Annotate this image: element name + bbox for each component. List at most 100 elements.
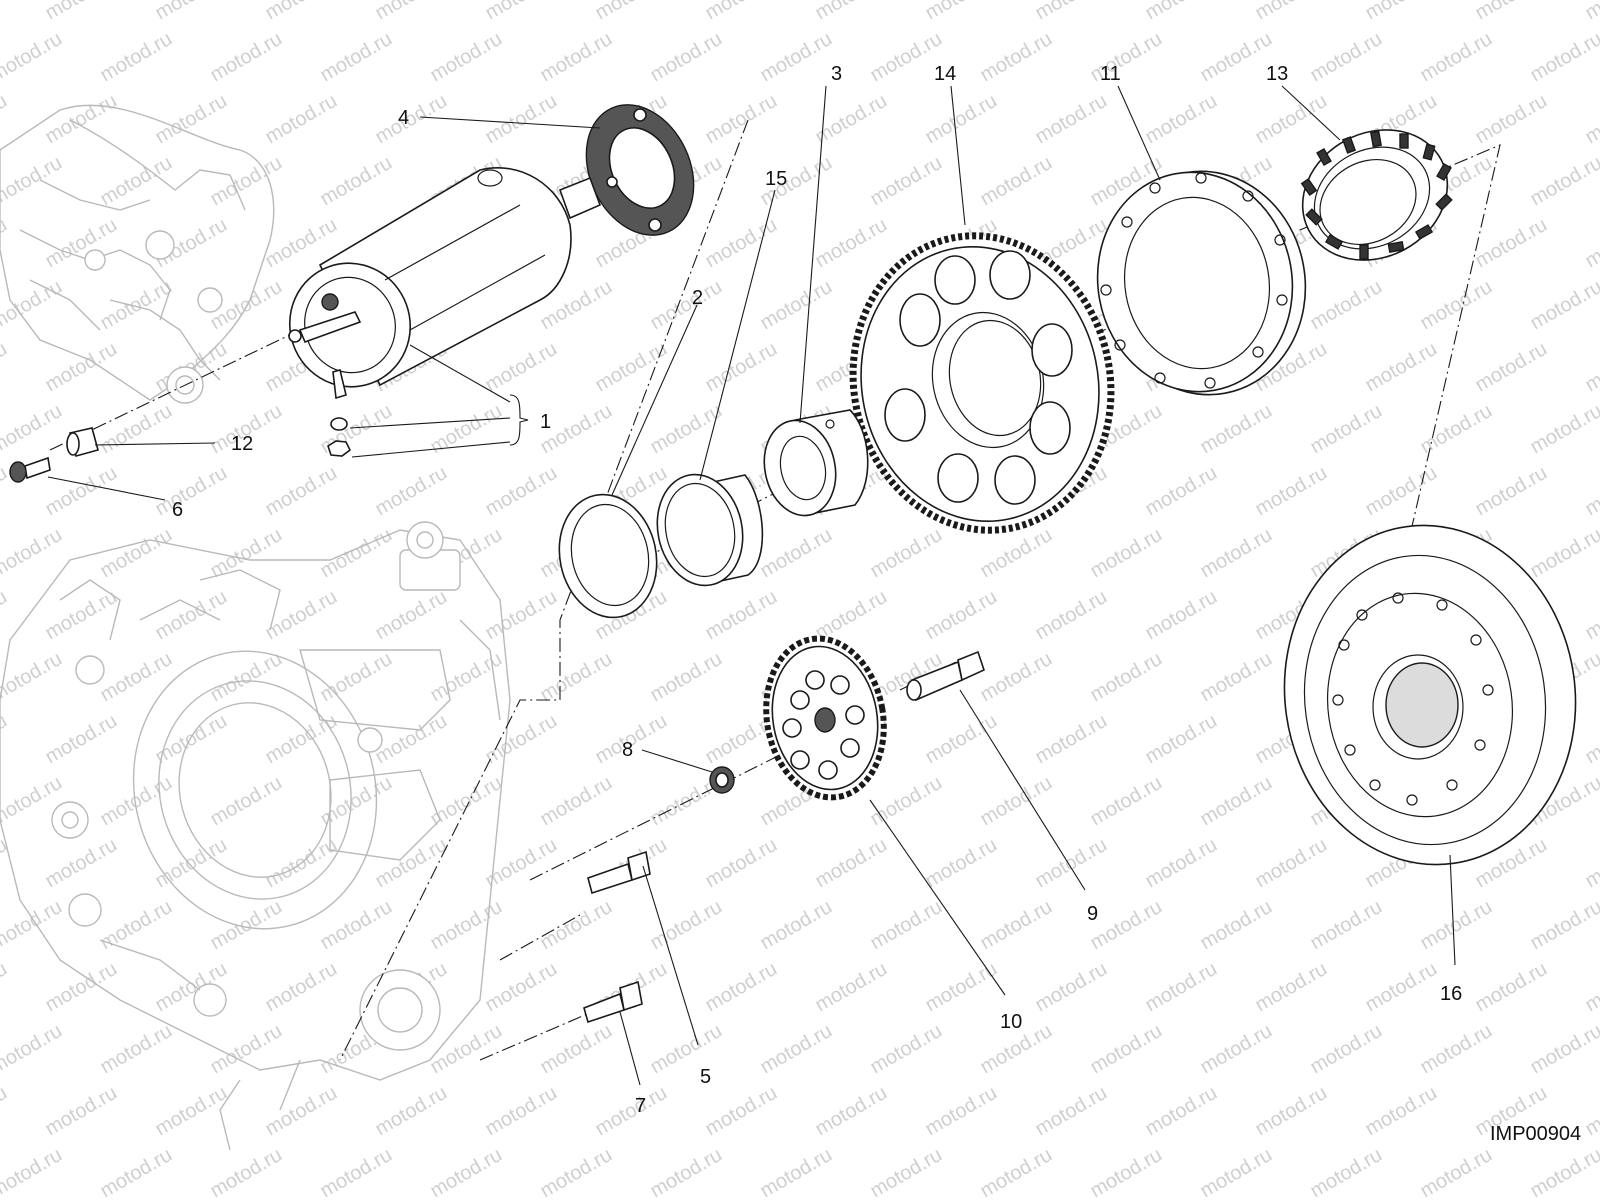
watermark-text: motod.ru [1307,1020,1386,1079]
watermark-text: motod.ru [482,462,561,521]
part-5-bolt[interactable] [587,850,651,895]
watermark-text: motod.ru [372,90,451,149]
watermark-text: motod.ru [97,400,176,459]
starter-nut[interactable] [327,440,352,457]
watermark-text: motod.ru [812,1082,891,1141]
watermark-text: motod.ru [592,338,671,397]
callout-10: 10 [1000,1011,1022,1033]
watermark-text: motod.ru [1527,524,1600,583]
watermark-text: motod.ru [537,1020,616,1079]
watermark-text: motod.ru [922,710,1001,769]
watermark-text: motod.ru [757,276,836,335]
watermark-text: motod.ru [1142,90,1221,149]
watermark-text: motod.ru [1527,1020,1600,1079]
part-7-bolt[interactable] [583,980,643,1024]
watermark-text: motod.ru [0,152,66,211]
watermark-text: motod.ru [0,338,11,397]
part-14-starter-gear[interactable] [826,212,1138,555]
watermark-text: motod.ru [97,28,176,87]
callout-3: 3 [831,63,842,85]
part-9-shaft-pin[interactable] [906,650,985,702]
watermark-text: motod.ru [1087,1020,1166,1079]
watermark-text: motod.ru [207,648,286,707]
watermark-text: motod.ru [42,0,121,24]
callout-9: 9 [1087,903,1098,925]
watermark-text: motod.ru [262,0,341,24]
part-6-screw[interactable] [9,456,51,483]
watermark-text: motod.ru [537,648,616,707]
watermark-text: motod.ru [207,896,286,955]
part-16-flywheel[interactable] [1263,506,1597,883]
watermark-text: motod.ru [372,586,451,645]
part-11-clutch-housing[interactable] [1080,155,1323,410]
part-12-spacer[interactable] [66,427,99,457]
watermark-text: motod.ru [1032,1082,1111,1141]
watermark-text: motod.ru [372,0,451,24]
watermark-text: motod.ru [1142,1082,1221,1141]
part-13-freewheel[interactable] [1280,105,1471,285]
watermark-text: motod.ru [1582,958,1600,1017]
callout-labels: 4 3 14 11 13 15 2 1 12 6 8 9 10 5 7 16 [172,63,1462,1117]
watermark-text: motod.ru [42,1082,121,1141]
watermark-text: motod.ru [977,1144,1056,1200]
watermark-text: motod.ru [482,338,561,397]
watermark-text: motod.ru [867,524,946,583]
watermark-text: motod.ru [207,772,286,831]
watermark-text: motod.ru [1362,958,1441,1017]
watermark-text: motod.ru [1032,834,1111,893]
watermark-text: motod.ru [42,90,121,149]
watermark-text: motod.ru [0,90,11,149]
watermark-text: motod.ru [1362,0,1441,24]
watermark-text: motod.ru [97,1020,176,1079]
watermark-text: motod.ru [0,400,66,459]
part-8-small-ring[interactable] [709,766,735,794]
part-10-idler-gear[interactable] [754,629,896,807]
part-4-flange-seal[interactable] [566,87,714,253]
watermark-text: motod.ru [1582,586,1600,645]
watermark-text: motod.ru [427,1144,506,1200]
watermark-text: motod.ru [1142,462,1221,521]
part-15-bearing-ring[interactable] [647,466,764,593]
idler-gear-holes [782,670,865,780]
watermark-text: motod.ru [1087,648,1166,707]
watermark-text: motod.ru [1362,462,1441,521]
watermark-text: motod.ru [317,648,396,707]
watermark-text: motod.ru [1252,462,1331,521]
watermark-text: motod.ru [0,710,11,769]
watermark-text: motod.ru [1582,462,1600,521]
watermark-text: motod.ru [1142,586,1221,645]
watermark-text: motod.ru [1582,710,1600,769]
watermark-text: motod.ru [1252,834,1331,893]
watermark-text: motod.ru [647,400,726,459]
watermark-text: motod.ru [1582,1082,1600,1141]
watermark-text: motod.ru [867,1144,946,1200]
watermark-text: motod.ru [97,1144,176,1200]
watermark-text: motod.ru [42,586,121,645]
watermark-text: motod.ru [372,462,451,521]
part-3-bushing[interactable] [756,409,869,522]
watermark-text: motod.ru [0,214,11,273]
watermark-text: motod.ru [1197,1144,1276,1200]
watermark-text: motod.ru [1472,0,1551,24]
starter-washer[interactable] [330,417,348,431]
watermark-text: motod.ru [922,958,1001,1017]
watermark-text: motod.ru [482,0,561,24]
watermark-text: motod.ru [317,152,396,211]
callout-7: 7 [635,1095,646,1117]
watermark-text: motod.ru [757,524,836,583]
watermark-text: motod.ru [372,834,451,893]
watermark-text: motod.ru [922,1082,1001,1141]
watermark-text: motod.ru [0,28,66,87]
part-2-thrust-washer[interactable] [548,485,668,626]
watermark-text: motod.ru [1362,338,1441,397]
starter-motor[interactable] [272,167,602,404]
watermark-text: motod.ru [482,1082,561,1141]
callout-14: 14 [934,63,956,85]
watermark-text: motod.ru [427,896,506,955]
watermark-text: motod.ru [1527,276,1600,335]
watermark-text: motod.ru [152,710,231,769]
watermark-text: motod.ru [702,338,781,397]
watermark-text: motod.ru [207,28,286,87]
watermark-text: motod.ru [42,338,121,397]
watermark-text: motod.ru [482,90,561,149]
